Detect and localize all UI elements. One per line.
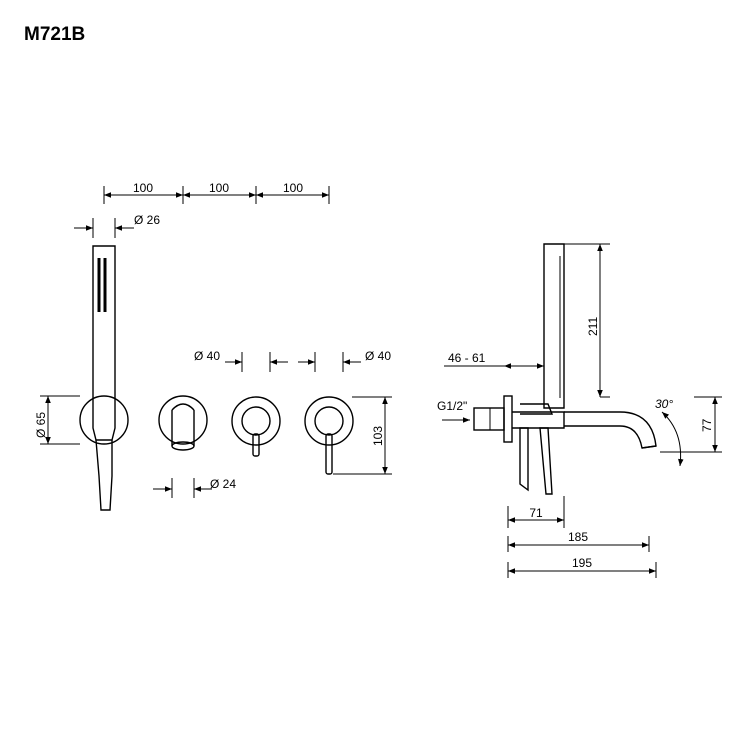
depth-195-dimension: 195 xyxy=(507,556,657,578)
offset-46-61-dimension: 46 - 61 xyxy=(444,351,544,369)
inlet-thread-label: G1/2" xyxy=(437,399,467,413)
height-211-label: 211 xyxy=(586,317,600,336)
hand-shower xyxy=(79,245,129,511)
depth-195-label: 195 xyxy=(572,556,592,570)
spacing-label-1: 100 xyxy=(133,181,153,195)
side-mixer-body xyxy=(512,411,565,429)
side-holder xyxy=(520,403,554,415)
side-lever-2 xyxy=(539,427,553,495)
mixer-1-rosette xyxy=(241,406,271,436)
hand-shower-hose-outlet xyxy=(95,439,113,511)
mixer-2-wall-plate xyxy=(304,396,354,446)
side-spout xyxy=(564,411,657,449)
side-wall-plate xyxy=(503,395,513,443)
diameter-40-right-label: Ø 40 xyxy=(365,349,391,363)
mixer-2-rosette xyxy=(314,406,344,436)
diameter-26-dimension: Ø 26 xyxy=(74,213,160,238)
depth-71-dimension: 71 xyxy=(507,496,565,528)
height-211-dimension: 211 xyxy=(564,243,610,398)
spout-front xyxy=(158,395,208,451)
hand-shower-wall-plate xyxy=(79,395,129,445)
spout-body xyxy=(171,410,195,446)
mixer-2-lever xyxy=(325,433,333,475)
angle-30-label: 30° xyxy=(655,397,673,411)
side-connection-g12 xyxy=(473,407,505,431)
front-view: 100 100 100 Ø 26 Ø 40 xyxy=(34,181,392,511)
spout-outlet xyxy=(171,441,195,451)
diameter-24-dimension: Ø 24 xyxy=(153,477,236,498)
mixer-1-lever xyxy=(252,433,260,457)
side-view: G1/2" 46 - 61 211 30° xyxy=(437,243,722,578)
mixer-1-wall-plate xyxy=(231,396,281,446)
product-code-title: M721B xyxy=(24,24,86,45)
diameter-65-dimension: Ø 65 xyxy=(34,395,80,445)
spacing-dimensions: 100 100 100 xyxy=(103,181,330,204)
spout-top xyxy=(171,403,195,411)
diameter-26-label: Ø 26 xyxy=(134,213,160,227)
height-103-dimension: 103 xyxy=(333,396,392,475)
diameter-24-label: Ø 24 xyxy=(210,477,236,491)
mixer-front-2 xyxy=(304,396,354,475)
inlet-arrow: G1/2" xyxy=(437,399,470,423)
diameter-65-label: Ø 65 xyxy=(34,412,48,438)
side-lever-1 xyxy=(519,427,529,492)
depth-71-label: 71 xyxy=(529,506,543,520)
offset-46-61-label: 46 - 61 xyxy=(448,351,486,365)
depth-185-dimension: 185 xyxy=(507,530,650,552)
mixer-front-1 xyxy=(231,396,281,457)
depth-185-label: 185 xyxy=(568,530,588,544)
side-view-body xyxy=(473,243,657,495)
spacing-label-2: 100 xyxy=(209,181,229,195)
angle-30-dimension: 30° xyxy=(655,397,684,467)
height-77-label: 77 xyxy=(700,418,714,432)
spacing-label-3: 100 xyxy=(283,181,303,195)
height-103-label: 103 xyxy=(371,426,385,446)
height-77-dimension: 77 xyxy=(660,396,722,453)
diameter-40-left-dimension: Ø 40 xyxy=(194,349,288,372)
diameter-40-right-dimension: Ø 40 xyxy=(298,349,391,372)
side-hand-shower xyxy=(543,243,565,409)
spout-wall-plate xyxy=(158,395,208,445)
diameter-40-left-label: Ø 40 xyxy=(194,349,220,363)
